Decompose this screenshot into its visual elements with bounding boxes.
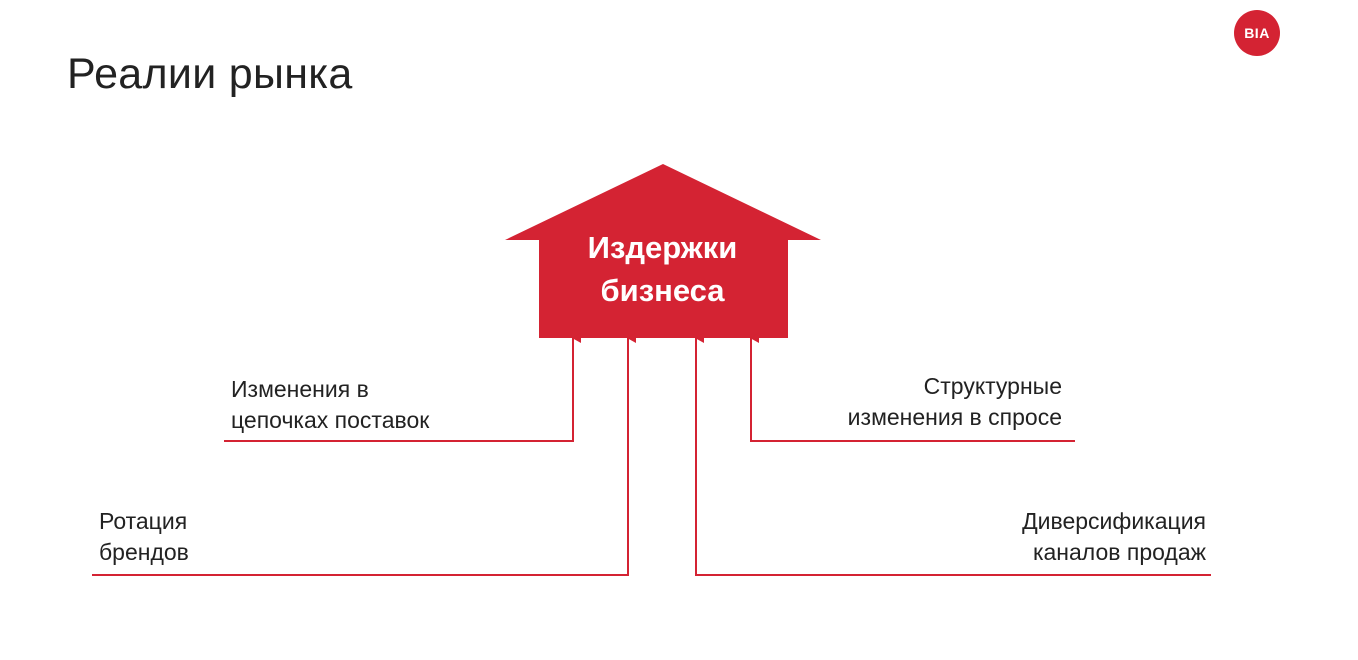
page-title: Реалии рынка bbox=[67, 50, 353, 98]
bia-logo: BIA bbox=[1234, 10, 1280, 56]
house-shape bbox=[505, 164, 821, 338]
house-label-line1: Издержки bbox=[587, 230, 738, 265]
connector-channel-diversification bbox=[695, 333, 1211, 576]
factor-supply-chains: Изменения в цепочках поставок bbox=[231, 374, 429, 436]
factor-channel-diversification: Диверсификация каналов продаж bbox=[1022, 506, 1206, 568]
factor-demand-changes-line1: Структурные bbox=[923, 373, 1062, 399]
factor-channel-diversification-line2: каналов продаж bbox=[1032, 539, 1206, 565]
factor-brand-rotation-line1: Ротация bbox=[99, 508, 188, 534]
factor-brand-rotation-line2: брендов bbox=[99, 539, 189, 565]
factor-demand-changes: Структурные изменения в спросе bbox=[848, 371, 1062, 433]
connector-brand-rotation bbox=[92, 333, 636, 576]
factor-supply-chains-line2: цепочках поставок bbox=[231, 407, 430, 433]
connector-demand-changes bbox=[750, 333, 1075, 442]
factor-supply-chains-line1: Изменения в bbox=[231, 376, 369, 402]
factor-demand-changes-line2: изменения в спросе bbox=[847, 404, 1062, 430]
house-label: Издержки бизнеса bbox=[540, 226, 785, 312]
house-label-line2: бизнеса bbox=[600, 273, 725, 308]
factor-channel-diversification-line1: Диверсификация bbox=[1022, 508, 1206, 534]
connector-supply-chains bbox=[224, 333, 581, 442]
factor-brand-rotation: Ротация брендов bbox=[99, 506, 189, 568]
